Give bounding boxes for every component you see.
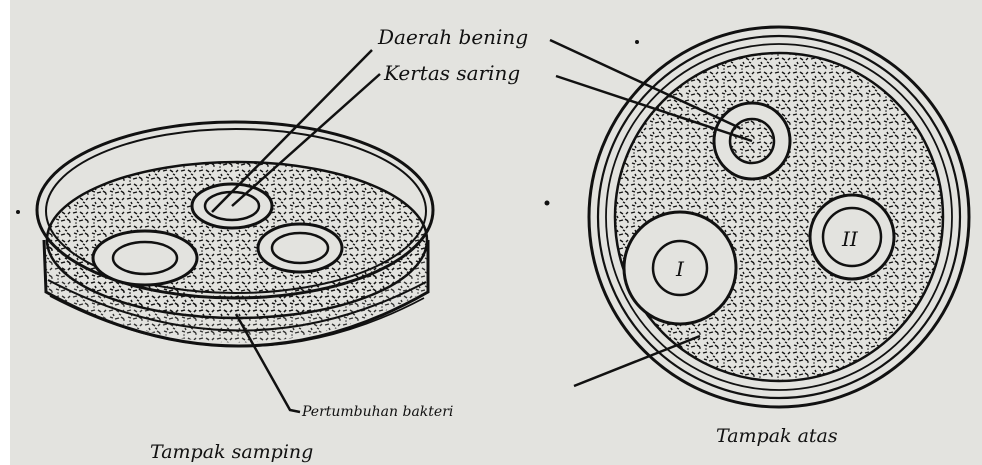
label-inhibition-zone: Daerah bening <box>377 25 528 49</box>
label-filter-paper: Kertas saring <box>383 61 520 85</box>
disk-mark-left: I <box>675 257 685 281</box>
left-white-margin <box>0 0 10 465</box>
side-disk-left <box>113 242 177 274</box>
label-top-view: Tampak atas <box>716 425 838 447</box>
stray-dot-1 <box>545 201 550 206</box>
side-disk-right <box>272 233 328 263</box>
stray-dot-2 <box>635 40 639 44</box>
stray-dot-3 <box>16 210 20 214</box>
label-bacterial-growth: Pertumbuhan bakteri <box>301 404 453 420</box>
label-side-view: Tampak samping <box>150 441 313 463</box>
disk-mark-right: II <box>841 227 859 251</box>
